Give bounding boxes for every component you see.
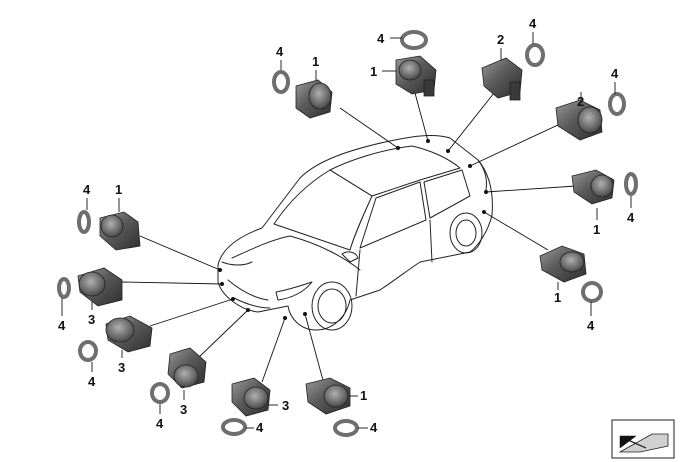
sensor-part-3-bottom-left[interactable] xyxy=(167,347,207,389)
gasket-ring-left-upper[interactable] xyxy=(77,210,91,234)
sensor-part-3-left-lower[interactable] xyxy=(105,315,153,353)
attachment-points xyxy=(218,139,488,320)
label-1: 1 xyxy=(360,388,367,403)
gasket-ring-bottom-center[interactable] xyxy=(221,418,247,436)
gasket-ring-left-lower[interactable] xyxy=(57,277,71,299)
label-2: 2 xyxy=(497,32,504,47)
part-number-labels: 4 1 4 1 2 4 2 4 1 4 1 4 4 1 3 4 3 4 3 4 … xyxy=(58,16,635,435)
label-3: 3 xyxy=(282,398,289,413)
sensor-part-3-left-upper[interactable] xyxy=(77,267,123,307)
gasket-ring-top-left[interactable] xyxy=(272,70,290,94)
label-3: 3 xyxy=(118,360,125,375)
gasket-ring-bottom-right[interactable] xyxy=(333,419,359,437)
label-4: 4 xyxy=(627,210,635,225)
label-4: 4 xyxy=(377,31,385,46)
label-2: 2 xyxy=(577,94,584,109)
label-4: 4 xyxy=(256,420,264,435)
label-1: 1 xyxy=(554,290,561,305)
car-outline xyxy=(217,134,493,331)
label-4: 4 xyxy=(587,318,595,333)
leader-lines xyxy=(121,81,577,385)
label-4: 4 xyxy=(370,420,378,435)
parking-sensor-arrow-icon xyxy=(611,419,675,459)
label-1: 1 xyxy=(593,222,600,237)
sensor-part-1-lower-right[interactable] xyxy=(539,245,587,283)
label-ticks xyxy=(61,32,632,429)
label-1: 1 xyxy=(115,182,122,197)
label-4: 4 xyxy=(83,182,91,197)
gasket-ring-lower-right[interactable] xyxy=(581,281,603,303)
gasket-ring-bottom-left[interactable] xyxy=(150,382,170,404)
label-4: 4 xyxy=(156,416,164,431)
gasket-ring-rear-right[interactable] xyxy=(624,172,638,196)
gasket-ring-upper-right[interactable] xyxy=(525,43,545,67)
sensor-part-3-bottom-center[interactable] xyxy=(231,377,271,417)
label-4: 4 xyxy=(611,66,619,81)
label-4: 4 xyxy=(58,318,66,333)
sensor-part-1-rear-right[interactable] xyxy=(571,169,615,205)
label-4: 4 xyxy=(276,44,284,59)
sensor-part-1-top-center[interactable] xyxy=(395,55,437,97)
sensor-part-1-top-left[interactable] xyxy=(295,79,333,119)
label-4: 4 xyxy=(529,16,537,31)
gasket-ring-left-bottom[interactable] xyxy=(78,340,98,362)
label-4: 4 xyxy=(88,374,96,389)
sensor-part-2-right[interactable] xyxy=(555,99,603,141)
label-3: 3 xyxy=(88,312,95,327)
label-3: 3 xyxy=(180,402,187,417)
label-1: 1 xyxy=(312,54,319,69)
gasket-ring-right[interactable] xyxy=(608,92,626,116)
gasket-ring-top-center[interactable] xyxy=(400,30,428,50)
sensor-part-2-upper[interactable] xyxy=(481,57,523,101)
label-1: 1 xyxy=(370,64,377,79)
sensor-part-1-bottom-right[interactable] xyxy=(305,377,351,415)
sensor-part-1-left[interactable] xyxy=(99,211,141,251)
